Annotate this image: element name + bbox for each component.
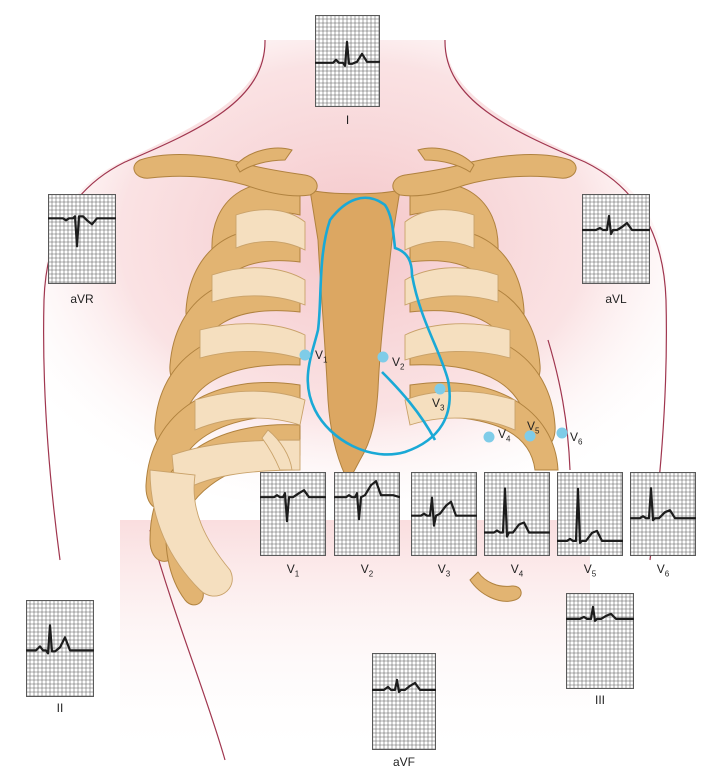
ecg-grid — [372, 653, 436, 750]
ecg-lead-v3 — [411, 472, 477, 556]
lead-label-i: I — [345, 113, 350, 127]
heart-outline — [306, 196, 451, 456]
ecg-trace-avr — [48, 194, 116, 284]
ecg-waveform — [630, 487, 696, 522]
electrode-label-v6: V6 — [570, 430, 583, 447]
electrode-label-v2: V2 — [392, 355, 405, 372]
ecg-waveform — [566, 605, 634, 622]
ecg-grid — [334, 472, 400, 556]
electrode-label-v4: V4 — [498, 427, 511, 444]
ecg-trace-v3 — [411, 472, 477, 556]
ecg-trace-v4 — [484, 472, 550, 556]
ecg-trace-iii — [566, 593, 634, 689]
lead-label-v2: V2 — [360, 562, 374, 579]
ecg-waveform — [260, 489, 326, 523]
lead-label-v4: V4 — [510, 562, 524, 579]
ecg-lead-avl — [582, 194, 650, 284]
lead-label-v3: V3 — [437, 562, 451, 579]
ecg-grid — [411, 472, 477, 556]
ecg-trace-v5 — [557, 472, 623, 556]
ecg-lead-avr — [48, 194, 116, 284]
electrode-label-v3: V3 — [432, 396, 445, 413]
ecg-trace-avf — [372, 653, 436, 750]
ecg-trace-avl — [582, 194, 650, 284]
ecg-grid — [557, 472, 623, 556]
ecg-grid — [566, 593, 634, 689]
lead-label-v6: V6 — [656, 562, 670, 579]
electrode-v5 — [524, 430, 536, 442]
ecg-lead-v4 — [484, 472, 550, 556]
ecg-waveform — [315, 40, 380, 67]
ecg-trace-ii — [26, 600, 94, 697]
ecg-lead-v2 — [334, 472, 400, 556]
ecg-lead-v5 — [557, 472, 623, 556]
lead-label-avl: aVL — [605, 292, 627, 306]
electrode-label-v5: V5 — [527, 419, 540, 436]
ecg-grid — [484, 472, 550, 556]
lead-label-v1: V1 — [286, 562, 300, 579]
ecg-lead-avf — [372, 653, 436, 750]
lead-label-ii: II — [56, 701, 64, 715]
ecg-grid — [260, 472, 326, 556]
ecg-grid — [630, 472, 696, 556]
electrode-v6 — [556, 427, 568, 439]
ecg-trace-v6 — [630, 472, 696, 556]
ecg-waveform — [334, 480, 400, 521]
ecg-lead-iii — [566, 593, 634, 689]
septum-line — [381, 371, 437, 441]
ecg-grid — [48, 194, 116, 284]
ecg-waveform — [557, 487, 623, 544]
electrode-label-v1: V1 — [315, 348, 328, 365]
ecg-waveform — [484, 487, 550, 538]
ecg-waveform — [411, 496, 477, 527]
ecg-lead-i — [315, 15, 380, 107]
clavicles — [133, 147, 577, 197]
electrode-dots — [299, 349, 568, 443]
ecg-lead-v1 — [260, 472, 326, 556]
ecg-trace-v2 — [334, 472, 400, 556]
ecg-trace-v1 — [260, 472, 326, 556]
ecg-trace-i — [315, 15, 380, 107]
ecg-waveform — [372, 678, 436, 693]
ecg-waveform — [26, 624, 94, 655]
ecg-grid — [26, 600, 94, 697]
electrode-v4 — [483, 431, 495, 443]
electrode-v2 — [377, 351, 389, 363]
lead-label-iii: III — [594, 693, 605, 707]
lead-label-avr: aVR — [70, 292, 94, 306]
ecg-waveform — [48, 215, 116, 248]
ecg-waveform — [582, 214, 650, 236]
ecg-lead-ii — [26, 600, 94, 697]
electrode-v1 — [299, 349, 311, 361]
electrode-v3 — [434, 383, 446, 395]
lead-label-v5: V5 — [583, 562, 597, 579]
ecg-grid — [582, 194, 650, 284]
ecg-lead-v6 — [630, 472, 696, 556]
lead-label-avf: aVF — [392, 755, 415, 769]
